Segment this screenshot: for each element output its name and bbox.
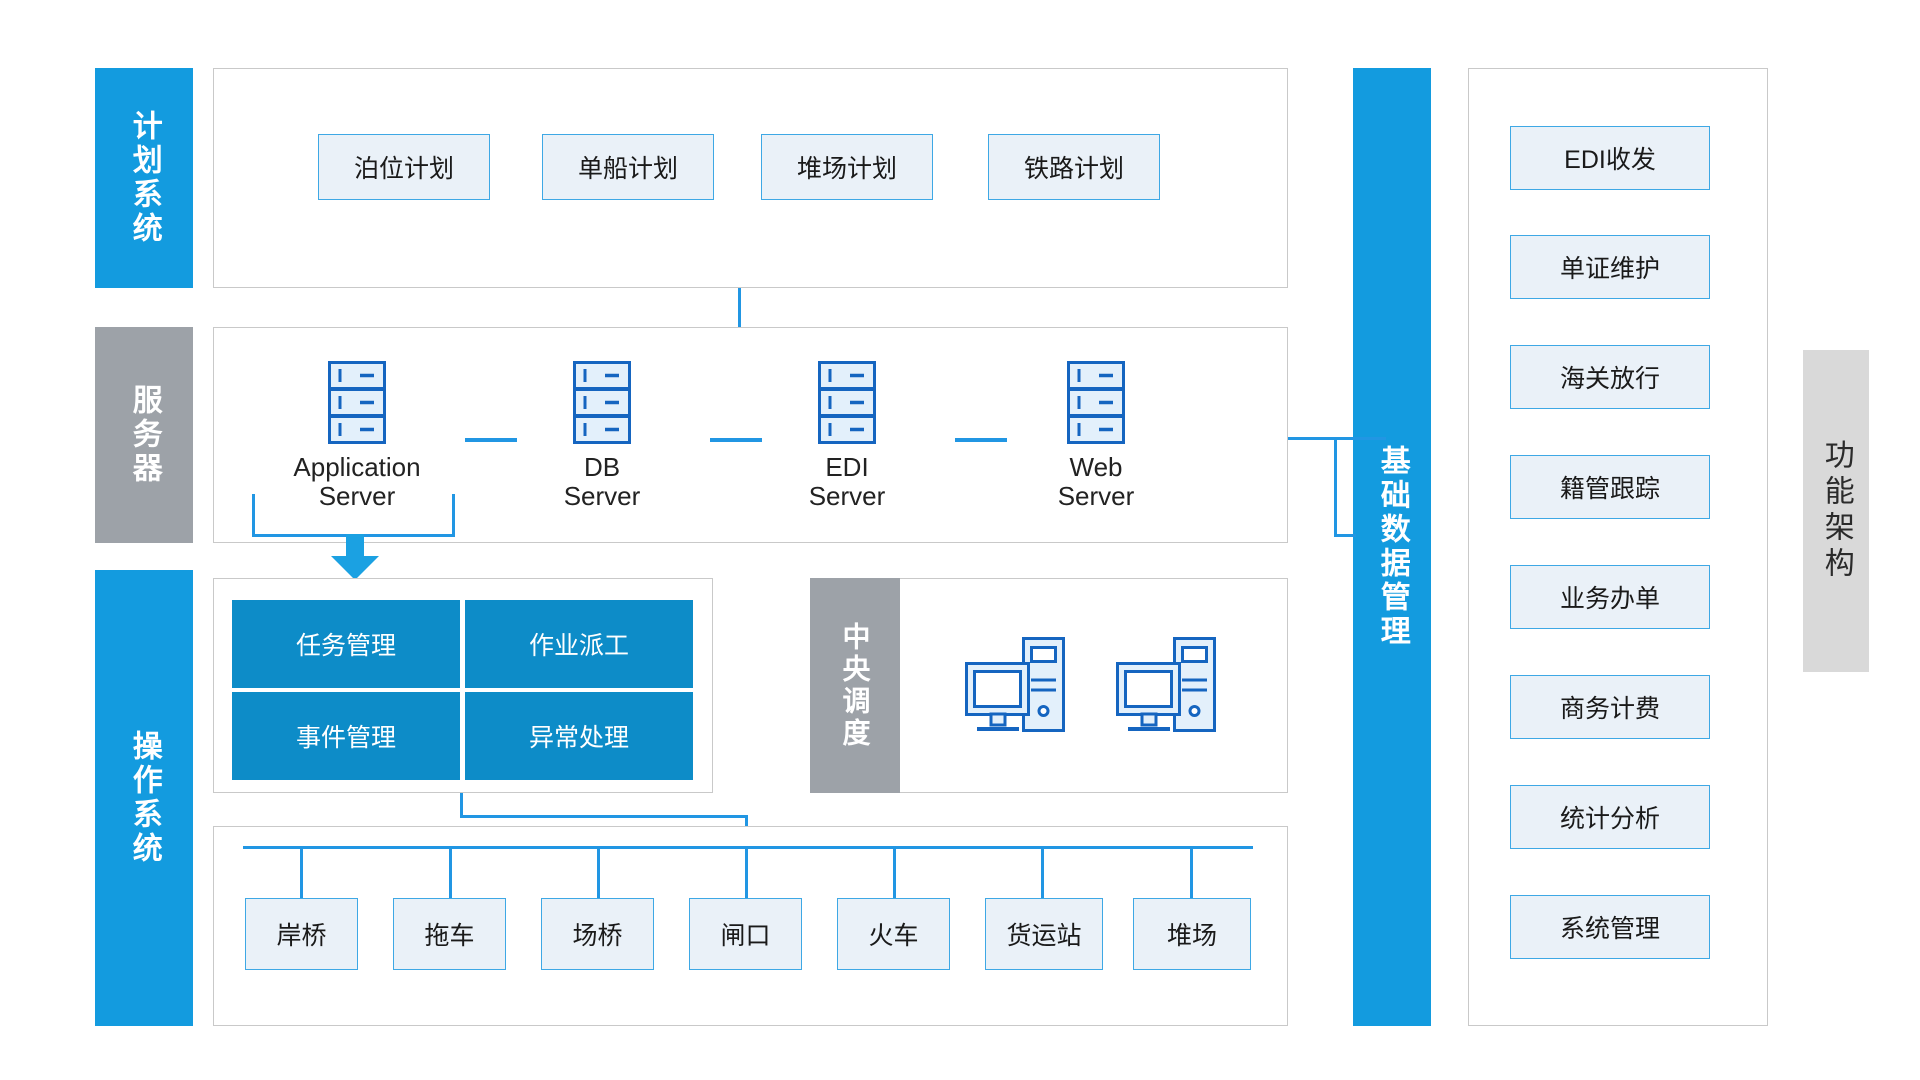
band-basic-data-management: 基础数据管理 bbox=[1353, 68, 1431, 1026]
plan-item-berth[interactable]: 泊位计划 bbox=[318, 134, 490, 200]
server-rack-icon-edi bbox=[818, 361, 876, 445]
server-label-db-line2: Server bbox=[563, 481, 641, 512]
band-operation-system: 操作系统 bbox=[95, 570, 193, 1026]
plan-item-yard[interactable]: 堆场计划 bbox=[761, 134, 933, 200]
equipment-stem-5 bbox=[893, 846, 896, 900]
equipment-item-trailer-label: 拖车 bbox=[424, 922, 475, 950]
band-plan-system-label: 计划系统 bbox=[127, 110, 161, 246]
operation-module-dispatch-label: 作业派工 bbox=[528, 632, 629, 660]
operation-module-exception[interactable]: 异常处理 bbox=[465, 692, 693, 780]
basic-data-item-billing[interactable]: 商务计费 bbox=[1510, 675, 1710, 739]
band-server-label: 服务器 bbox=[127, 384, 161, 486]
band-server: 服务器 bbox=[95, 327, 193, 543]
server-label-edi: EDI Server bbox=[752, 452, 942, 512]
server-rack-icon-application bbox=[328, 361, 386, 445]
server-link-3 bbox=[955, 438, 1007, 442]
equipment-item-gate[interactable]: 闸口 bbox=[689, 898, 802, 970]
server-label-web-line1: Web bbox=[1069, 452, 1123, 482]
band-functional-architecture-label: 功能架构 bbox=[1819, 439, 1853, 583]
server-label-application-line2: Server bbox=[318, 481, 396, 512]
basic-data-item-document-label: 单证维护 bbox=[1559, 255, 1660, 283]
server-label-application-line1: Application bbox=[293, 452, 421, 482]
central-dispatch-band: 中央调度 bbox=[810, 578, 900, 793]
equipment-bus-line bbox=[243, 846, 1253, 849]
basic-data-item-document[interactable]: 单证维护 bbox=[1510, 235, 1710, 299]
plan-item-yard-label: 堆场计划 bbox=[796, 155, 897, 183]
equipment-item-trailer[interactable]: 拖车 bbox=[393, 898, 506, 970]
equipment-item-freight-station-label: 货运站 bbox=[1006, 922, 1082, 950]
server-link-1 bbox=[465, 438, 517, 442]
app-bracket-right bbox=[452, 494, 455, 537]
equipment-stem-7 bbox=[1190, 846, 1193, 900]
central-dispatch-label: 中央调度 bbox=[839, 621, 871, 750]
basic-data-panel bbox=[1468, 68, 1768, 1026]
band-basic-data-management-label: 基础数据管理 bbox=[1375, 445, 1409, 649]
equipment-stem-6 bbox=[1041, 846, 1044, 900]
plan-item-vessel-label: 单船计划 bbox=[577, 155, 678, 183]
basic-data-item-tracking-label: 籍管跟踪 bbox=[1559, 475, 1660, 503]
equipment-item-train[interactable]: 火车 bbox=[837, 898, 950, 970]
basic-data-item-tracking[interactable]: 籍管跟踪 bbox=[1510, 455, 1710, 519]
operation-module-event[interactable]: 事件管理 bbox=[232, 692, 460, 780]
basic-data-item-business-order-label: 业务办单 bbox=[1559, 585, 1660, 613]
operation-module-task-label: 任务管理 bbox=[295, 632, 396, 660]
server-label-edi-line1: EDI bbox=[825, 452, 869, 482]
plan-item-vessel[interactable]: 单船计划 bbox=[542, 134, 714, 200]
connector-server-to-basicdata-v bbox=[1334, 437, 1337, 537]
desktop-computer-icon-1 bbox=[963, 632, 1067, 736]
equipment-item-yard[interactable]: 堆场 bbox=[1133, 898, 1251, 970]
operation-module-event-label: 事件管理 bbox=[295, 724, 396, 752]
server-label-application: Application Server bbox=[262, 452, 452, 512]
equipment-item-yard-label: 堆场 bbox=[1166, 922, 1217, 950]
plan-item-railway[interactable]: 铁路计划 bbox=[988, 134, 1160, 200]
basic-data-item-statistics-label: 统计分析 bbox=[1559, 805, 1660, 833]
operation-module-task[interactable]: 任务管理 bbox=[232, 600, 460, 688]
server-link-2 bbox=[710, 438, 762, 442]
basic-data-item-edi-label: EDI收发 bbox=[1564, 146, 1656, 174]
server-label-web-line2: Server bbox=[1057, 481, 1135, 512]
basic-data-item-edi[interactable]: EDI收发 bbox=[1510, 126, 1710, 190]
down-arrow-icon bbox=[328, 534, 382, 582]
basic-data-item-statistics[interactable]: 统计分析 bbox=[1510, 785, 1710, 849]
basic-data-item-customs-label: 海关放行 bbox=[1559, 365, 1660, 393]
basic-data-item-business-order[interactable]: 业务办单 bbox=[1510, 565, 1710, 629]
equipment-stem-2 bbox=[449, 846, 452, 900]
server-rack-icon-web bbox=[1067, 361, 1125, 445]
connector-server-to-basicdata-h2 bbox=[1334, 534, 1356, 537]
equipment-item-yard-crane-label: 场桥 bbox=[572, 922, 623, 950]
plan-item-berth-label: 泊位计划 bbox=[353, 155, 454, 183]
app-bracket-left bbox=[252, 494, 255, 537]
connector-ops-drop bbox=[460, 793, 463, 818]
operation-module-exception-label: 异常处理 bbox=[528, 724, 629, 752]
equipment-item-quay-crane[interactable]: 岸桥 bbox=[245, 898, 358, 970]
equipment-item-freight-station[interactable]: 货运站 bbox=[985, 898, 1103, 970]
equipment-item-gate-label: 闸口 bbox=[720, 922, 771, 950]
connector-server-to-basicdata-h1 bbox=[1288, 437, 1386, 440]
basic-data-item-system-management[interactable]: 系统管理 bbox=[1510, 895, 1710, 959]
desktop-computer-icon-2 bbox=[1114, 632, 1218, 736]
band-functional-architecture: 功能架构 bbox=[1803, 350, 1869, 672]
equipment-stem-4 bbox=[745, 846, 748, 900]
band-operation-system-label: 操作系统 bbox=[127, 730, 161, 866]
plan-item-railway-label: 铁路计划 bbox=[1023, 155, 1124, 183]
equipment-stem-3 bbox=[597, 846, 600, 900]
server-label-db-line1: DB bbox=[583, 452, 621, 482]
equipment-item-train-label: 火车 bbox=[868, 922, 919, 950]
band-plan-system: 计划系统 bbox=[95, 68, 193, 288]
basic-data-item-system-management-label: 系统管理 bbox=[1559, 915, 1660, 943]
basic-data-item-billing-label: 商务计费 bbox=[1559, 695, 1660, 723]
connector-ops-across bbox=[460, 815, 748, 818]
basic-data-item-customs[interactable]: 海关放行 bbox=[1510, 345, 1710, 409]
equipment-stem-1 bbox=[300, 846, 303, 900]
equipment-item-yard-crane[interactable]: 场桥 bbox=[541, 898, 654, 970]
server-label-db: DB Server bbox=[507, 452, 697, 512]
equipment-item-quay-crane-label: 岸桥 bbox=[276, 922, 327, 950]
server-label-web: Web Server bbox=[1001, 452, 1191, 512]
operation-module-dispatch[interactable]: 作业派工 bbox=[465, 600, 693, 688]
connector-plan-to-server bbox=[738, 288, 741, 328]
server-rack-icon-db bbox=[573, 361, 631, 445]
server-label-edi-line2: Server bbox=[808, 481, 886, 512]
